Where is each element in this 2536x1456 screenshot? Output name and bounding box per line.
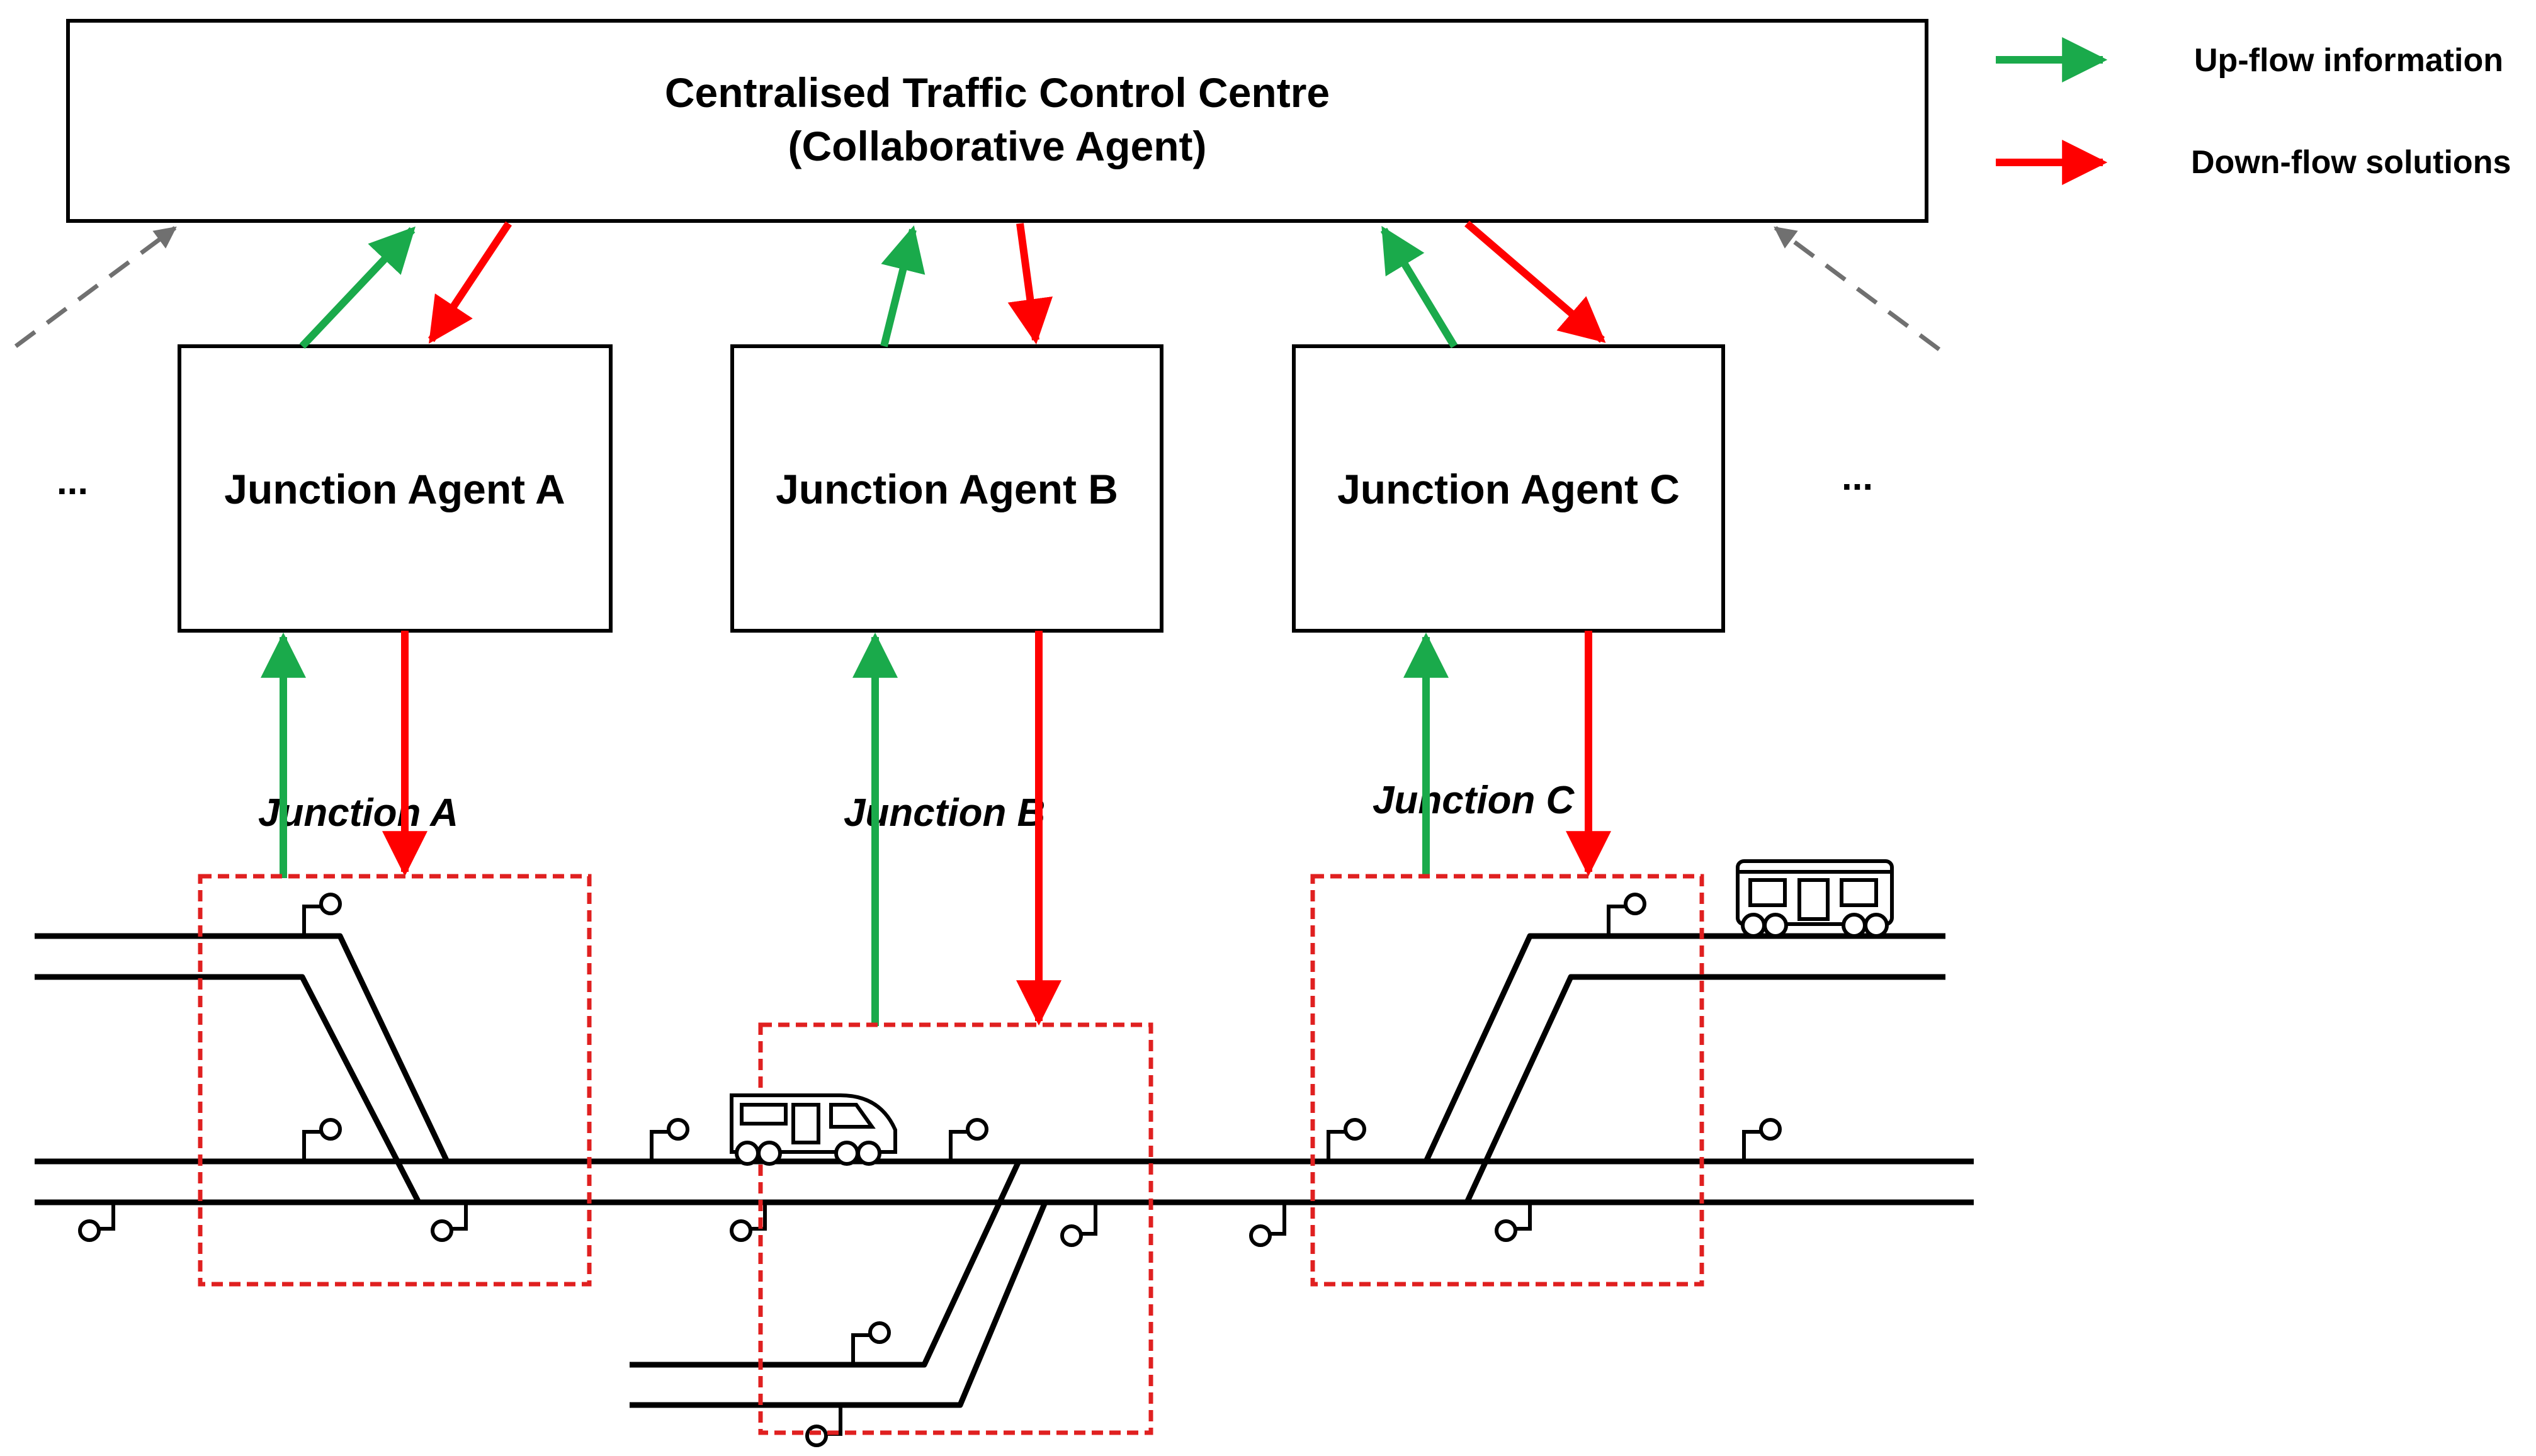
up-flow-arrow-b-to-centre xyxy=(880,225,926,347)
junction-b-box xyxy=(758,1022,1153,1435)
signal-light-icon xyxy=(78,1219,101,1242)
track-junction-a-upper xyxy=(35,933,450,1163)
signal-icon xyxy=(750,1205,767,1231)
legend: Up-flow information Down-flow solutions xyxy=(1996,37,2511,185)
signal-icon xyxy=(451,1205,468,1231)
signal-light-icon xyxy=(1249,1224,1272,1247)
signal-icon xyxy=(1515,1205,1532,1231)
junction-a-box xyxy=(198,874,592,1287)
dashed-arrow-right xyxy=(1774,226,1941,351)
signal-icon xyxy=(302,905,321,934)
legend-down-flow-label: Down-flow solutions xyxy=(2191,144,2511,181)
legend-up-flow-label: Up-flow information xyxy=(2194,42,2503,79)
ellipsis-left: ... xyxy=(57,460,88,502)
signal-light-icon xyxy=(1495,1219,1517,1242)
signal-icon xyxy=(302,1130,321,1159)
control-centre-box xyxy=(66,19,1928,223)
signal-light-icon xyxy=(1344,1118,1366,1141)
signal-light-icon xyxy=(730,1219,752,1242)
signal-light-icon xyxy=(966,1118,988,1141)
railway-tracks xyxy=(35,933,1974,1408)
junction-c-box xyxy=(1310,874,1704,1287)
control-centre: Centralised Traffic Control Centre (Coll… xyxy=(66,19,1928,223)
signal-light-icon xyxy=(1624,893,1646,915)
signal-light-icon xyxy=(431,1219,453,1242)
track-junction-a-lower xyxy=(35,974,421,1204)
ellipsis-right: ... xyxy=(1842,456,1873,498)
dashed-arrow-left xyxy=(14,226,177,348)
up-flow-arrow-c-to-centre xyxy=(1380,225,1458,349)
junction-agent-c-label: Junction Agent C xyxy=(1337,466,1680,512)
junction-c-label: Junction C xyxy=(1373,779,1575,822)
signal-light-icon xyxy=(667,1118,689,1141)
signal-light-icon xyxy=(319,1118,342,1141)
carriage-icon xyxy=(1736,859,1894,938)
signal-icon xyxy=(99,1205,115,1231)
junction-a-label: Junction A xyxy=(258,791,458,835)
junction-agent-a: Junction Agent A xyxy=(178,344,613,633)
control-centre-title: Centralised Traffic Control Centre xyxy=(665,69,1330,116)
up-flow-arrow-a-to-centre xyxy=(299,226,416,349)
signal-light-icon xyxy=(319,893,342,915)
signal-icon xyxy=(826,1408,842,1436)
control-centre-subtitle: (Collaborative Agent) xyxy=(788,123,1207,169)
signal-icon xyxy=(949,1130,968,1159)
track-junction-b-lower xyxy=(630,1201,1048,1408)
signal-icon xyxy=(851,1333,870,1362)
signal-icon xyxy=(650,1130,669,1159)
down-flow-arrow-centre-to-a xyxy=(428,221,512,344)
down-flow-arrow-centre-to-c xyxy=(1464,220,1606,343)
down-flow-arrow-centre-to-b xyxy=(1007,223,1053,345)
signal-light-icon xyxy=(1759,1118,1782,1141)
junction-agent-a-label: Junction Agent A xyxy=(224,466,565,512)
signal-light-icon xyxy=(868,1321,891,1344)
junction-agent-b-box xyxy=(730,344,1163,633)
junction-agent-a-box xyxy=(178,344,613,633)
track-junction-c-lower xyxy=(1464,974,1945,1204)
track-junction-c-upper xyxy=(1423,933,1945,1163)
signal-icon xyxy=(1607,905,1626,934)
signal-light-icon xyxy=(805,1425,828,1447)
junction-agent-b-label: Junction Agent B xyxy=(776,466,1118,512)
train-icon xyxy=(730,1093,897,1166)
junction-agent-b: Junction Agent B xyxy=(730,344,1163,633)
signal-light-icon xyxy=(1060,1224,1083,1247)
signal-icon xyxy=(1742,1130,1761,1159)
junction-agent-c: Junction Agent C xyxy=(1292,344,1725,633)
signals xyxy=(78,893,1782,1447)
signal-icon xyxy=(1327,1130,1345,1159)
track-junction-b-upper xyxy=(630,1160,1022,1368)
signal-icon xyxy=(1081,1205,1097,1236)
junction-agent-c-box xyxy=(1292,344,1725,633)
junction-boxes xyxy=(198,874,1704,1435)
signal-icon xyxy=(1270,1205,1286,1236)
